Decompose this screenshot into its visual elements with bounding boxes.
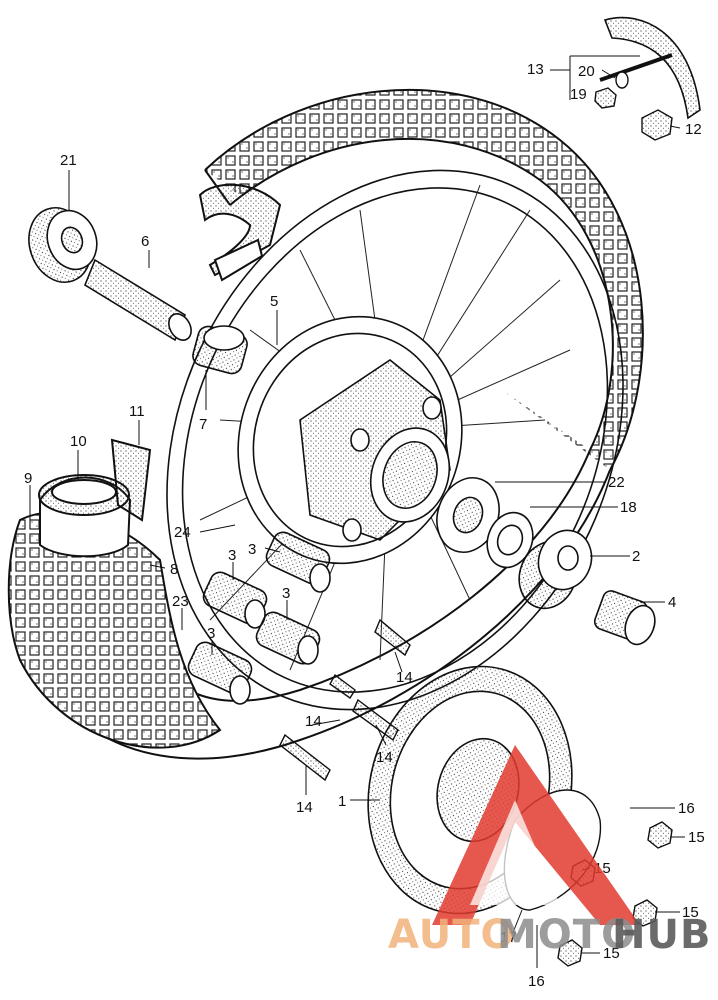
callout-2: 2 bbox=[632, 548, 640, 565]
callout-15c: 15 bbox=[682, 904, 699, 921]
spacer-6 bbox=[84, 258, 192, 342]
callout-21: 21 bbox=[60, 152, 77, 169]
callout-3c: 3 bbox=[282, 585, 290, 602]
callout-16a: 16 bbox=[678, 800, 695, 817]
nut-12 bbox=[641, 109, 673, 141]
washer-20 bbox=[615, 71, 629, 89]
spacers-3 bbox=[187, 531, 331, 705]
watermark-text-auto: AUTO bbox=[388, 912, 516, 958]
collar-7 bbox=[192, 325, 248, 375]
callout-14a: 14 bbox=[396, 669, 413, 686]
watermark-text-hub: HUB bbox=[612, 912, 711, 958]
callout-14b: 14 bbox=[305, 713, 322, 730]
callout-23: 23 bbox=[172, 593, 189, 610]
collar-18 bbox=[486, 511, 534, 569]
flange-2 bbox=[518, 529, 593, 610]
callout-13: 13 bbox=[527, 61, 544, 78]
callout-16b: 16 bbox=[528, 973, 545, 990]
watermark-text-moto: MOTO bbox=[497, 912, 636, 958]
callout-5: 5 bbox=[270, 293, 278, 310]
callout-labels: 13 20 19 12 21 6 5 7 11 10 9 8 23 24 3 3… bbox=[24, 61, 705, 990]
tire bbox=[59, 88, 644, 760]
callout-24: 24 bbox=[174, 524, 191, 541]
tire-section-top bbox=[198, 183, 282, 282]
callout-9: 9 bbox=[24, 470, 32, 487]
leader-lines bbox=[29, 55, 685, 968]
callout-17: 17 bbox=[500, 929, 517, 946]
callout-1: 1 bbox=[338, 793, 346, 810]
callout-20: 20 bbox=[578, 63, 595, 80]
callout-8: 8 bbox=[170, 561, 178, 578]
callout-4: 4 bbox=[668, 594, 676, 611]
bearing-21 bbox=[28, 207, 98, 283]
callout-6: 6 bbox=[141, 233, 149, 250]
hub bbox=[237, 315, 463, 565]
callout-3a: 3 bbox=[248, 541, 256, 558]
nut-19 bbox=[594, 87, 617, 109]
tube-section bbox=[7, 438, 222, 749]
callout-3d: 3 bbox=[207, 625, 215, 642]
callout-22: 22 bbox=[608, 474, 625, 491]
callout-14d: 14 bbox=[296, 799, 313, 816]
callout-19: 19 bbox=[570, 86, 587, 103]
collar-4 bbox=[593, 590, 656, 646]
callout-12: 12 bbox=[685, 121, 702, 138]
callout-3b: 3 bbox=[228, 547, 236, 564]
callout-18: 18 bbox=[620, 499, 637, 516]
callout-15d: 15 bbox=[603, 945, 620, 962]
callout-11: 11 bbox=[129, 403, 145, 420]
callout-10: 10 bbox=[70, 433, 87, 450]
callout-7: 7 bbox=[199, 416, 207, 433]
watermark-logo: AUTO MOTO HUB bbox=[388, 745, 711, 958]
callout-14c: 14 bbox=[376, 749, 393, 766]
callout-15a: 15 bbox=[688, 829, 705, 846]
bearing-22 bbox=[436, 477, 500, 553]
